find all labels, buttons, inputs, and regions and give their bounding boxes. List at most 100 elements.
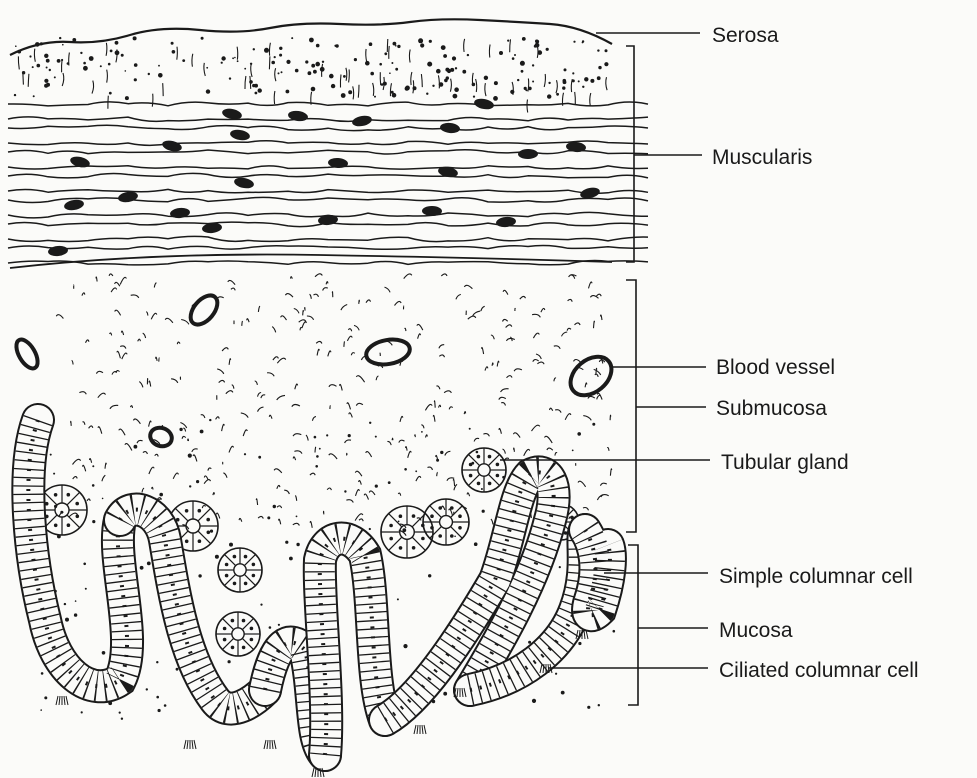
serosa-dot <box>365 61 370 66</box>
serosa-dot <box>49 69 51 71</box>
connective-fiber <box>279 519 281 524</box>
serosa-dot <box>258 88 262 92</box>
submucosa-dot <box>210 530 213 533</box>
connective-fiber <box>317 349 319 355</box>
connective-fiber <box>201 415 205 418</box>
connective-fiber <box>216 417 220 420</box>
submucosa-dot <box>375 436 377 438</box>
connective-fiber <box>426 435 428 438</box>
muscle-nucleus <box>63 198 84 211</box>
connective-fiber <box>601 315 603 320</box>
label-ciliated-columnar-cell: Ciliated columnar cell <box>719 660 919 681</box>
submucosa-dot <box>369 528 371 530</box>
serosa-dot <box>517 79 519 81</box>
gland-cell-nucleus <box>223 638 227 642</box>
gland-cell-nucleus <box>488 482 492 486</box>
muscle-nucleus <box>170 207 191 219</box>
submucosa-dot <box>598 704 600 706</box>
submucosa-dot <box>50 454 52 456</box>
connective-fiber <box>417 324 423 330</box>
connective-fiber <box>491 519 493 524</box>
connective-fiber <box>208 468 211 471</box>
serosa-dot <box>538 50 543 55</box>
connective-fiber <box>146 312 148 316</box>
connective-fiber <box>98 427 102 434</box>
connective-fiber <box>395 301 402 305</box>
muscle-nucleus <box>117 190 138 203</box>
cilia <box>312 768 314 777</box>
connective-fiber <box>574 359 581 361</box>
submucosa-dot <box>285 541 288 544</box>
serosa-fiber <box>245 76 246 89</box>
serosa-dot <box>374 96 376 98</box>
serosa-dot <box>40 42 43 45</box>
serosa-dot <box>413 86 417 90</box>
connective-fiber <box>344 341 345 347</box>
blood-vessels <box>12 291 619 450</box>
connective-fiber <box>506 325 512 328</box>
connective-fiber <box>366 300 371 303</box>
serosa-fiber <box>28 74 29 87</box>
connective-fiber <box>354 325 359 330</box>
serosa-dot <box>115 50 120 55</box>
serosa-dot <box>148 73 150 75</box>
connective-fiber <box>416 476 421 481</box>
gland-cell-nucleus <box>458 514 462 518</box>
submucosa-dot <box>44 696 47 699</box>
serosa-dot <box>134 63 138 67</box>
submucosa-dot <box>189 485 191 487</box>
connective-fiber <box>444 391 451 393</box>
serosa-dot <box>46 59 50 63</box>
serosa-dot <box>535 40 538 43</box>
submucosa-dot <box>388 481 391 484</box>
connective-fiber <box>536 354 541 359</box>
connective-fiber <box>345 440 351 443</box>
connective-fiber <box>601 495 609 497</box>
connective-fiber <box>105 463 106 469</box>
submucosa-dot <box>244 453 246 455</box>
connective-fiber <box>348 329 351 331</box>
serosa-fiber <box>349 69 350 82</box>
connective-fiber <box>474 438 479 441</box>
submucosa-dot <box>421 431 423 433</box>
gland-cell-nucleus <box>67 493 71 497</box>
serosa-dot <box>14 94 16 96</box>
submucosa-dot <box>134 445 138 449</box>
connective-fiber <box>408 451 412 458</box>
serosa-fiber <box>510 39 511 52</box>
serosa-dot <box>429 40 432 43</box>
connective-fiber <box>173 473 178 479</box>
gland-cell-nucleus <box>207 531 211 535</box>
connective-fiber <box>485 367 488 371</box>
serosa-dot <box>597 49 599 51</box>
connective-fiber <box>400 416 403 422</box>
connective-fiber <box>607 448 609 451</box>
connective-fiber <box>177 342 180 344</box>
serosa-fiber <box>62 59 63 72</box>
gland-lumen <box>234 564 246 576</box>
connective-fiber <box>294 309 299 314</box>
connective-fiber <box>87 499 90 501</box>
serosa-dot <box>420 43 424 47</box>
serosa-fiber <box>438 75 439 88</box>
gland-cell-nucleus <box>477 455 481 459</box>
serosa-dot <box>391 91 394 94</box>
cilia <box>417 725 418 734</box>
submucosa-dot <box>403 644 407 648</box>
gland-cell-nucleus <box>252 563 256 567</box>
serosa-dot <box>578 80 580 82</box>
serosa-dot <box>295 69 299 73</box>
connective-fiber <box>143 452 148 454</box>
connective-fiber <box>219 380 225 382</box>
connective-fiber <box>330 406 331 409</box>
connective-fiber <box>547 448 553 450</box>
connective-fiber <box>258 516 263 518</box>
connective-fiber <box>355 471 362 476</box>
serosa-dot <box>17 50 21 54</box>
muscle-nucleus <box>351 114 373 128</box>
connective-fiber <box>585 383 587 387</box>
serosa-dot <box>329 74 334 79</box>
connective-fiber <box>171 379 178 383</box>
muscle-fiber <box>8 102 648 106</box>
connective-fiber <box>532 425 540 431</box>
